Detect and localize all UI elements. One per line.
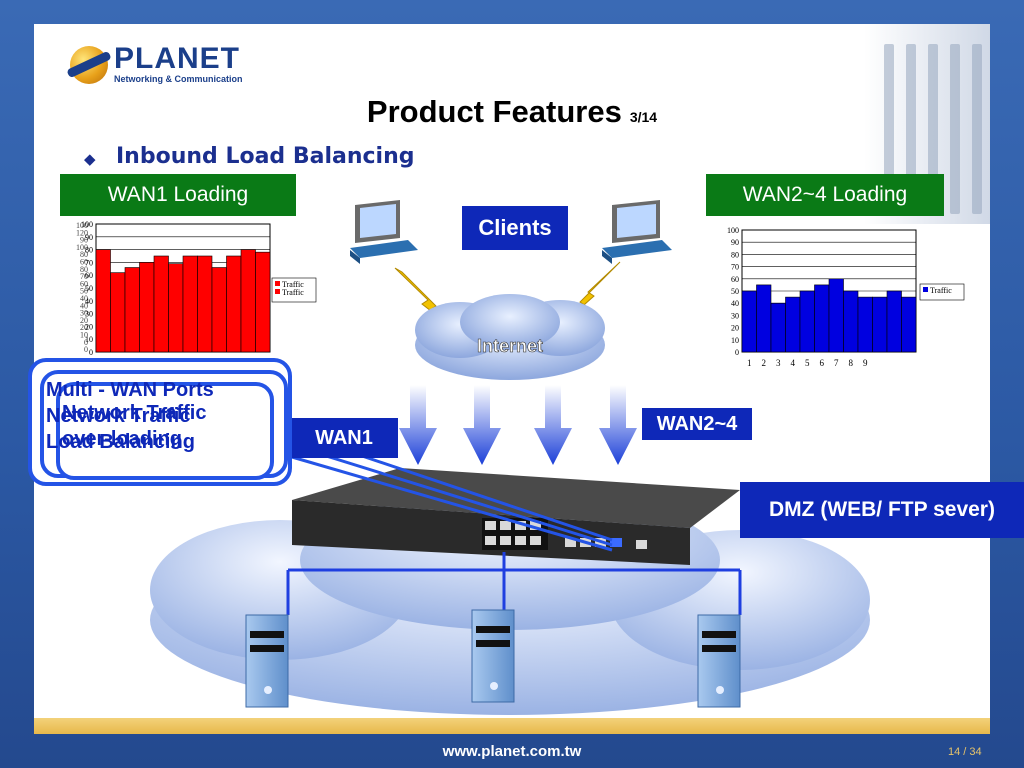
overlapping-axis-label: 70 <box>80 272 88 281</box>
bar <box>901 296 917 353</box>
y-tick-label: 60 <box>731 275 739 284</box>
server-tower-left-icon <box>245 614 289 708</box>
legend-swatch <box>923 287 928 292</box>
overlapping-axis-label: 60 <box>80 279 88 288</box>
y-tick-label: 40 <box>85 297 93 306</box>
x-tick-label: 8 <box>849 358 854 368</box>
logo-name: PLANET <box>114 42 240 75</box>
callout-2-line-2: over-loading <box>62 428 183 450</box>
legend-swatch <box>275 289 280 294</box>
overlapping-axis-label: 20 <box>80 323 88 332</box>
overlapping-axis-label: 50 <box>80 287 88 296</box>
y-tick-label: 0 <box>89 348 93 357</box>
callout-1-line-1: Multi - WAN Ports <box>46 379 214 401</box>
overlapping-axis-label: 0 <box>84 345 88 354</box>
y-tick-label: 20 <box>85 322 93 331</box>
overlapping-axis-label: 40 <box>80 301 88 310</box>
callout-2-text: Network Traffic over-loading <box>62 400 206 452</box>
section-subtitle: Inbound Load Balancing <box>116 144 415 169</box>
y-tick-label: 60 <box>85 271 93 280</box>
footer-url: www.planet.com.tw <box>442 743 582 760</box>
wan1-loading-label: WAN1 Loading <box>60 174 296 216</box>
overlapping-axis-label: 80 <box>80 265 88 274</box>
x-tick-label: 1 <box>747 358 752 368</box>
overlapping-axis-label: 90 <box>80 236 88 245</box>
y-tick-label: 0 <box>735 348 739 357</box>
server-tower-center-icon <box>471 609 515 703</box>
y-tick-label: 70 <box>731 263 739 272</box>
y-tick-label: 30 <box>731 311 739 320</box>
wan24-loading-label: WAN2~4 Loading <box>706 174 944 216</box>
planet-logo-icon <box>66 46 112 84</box>
overlapping-axis-label: 120 <box>76 228 88 237</box>
x-tick-label: 6 <box>820 358 825 368</box>
legend-label: Traffic <box>282 288 304 297</box>
y-tick-label: 50 <box>85 284 93 293</box>
callout-box-overload <box>56 382 274 480</box>
overlapping-axis-label: 100 <box>76 243 88 252</box>
overlapping-axis-label: 60 <box>80 258 88 267</box>
legend-box <box>919 283 965 301</box>
callout-1-line-3: Load Balancing <box>46 431 195 453</box>
y-tick-label: 90 <box>731 238 739 247</box>
wan1-label: WAN1 <box>290 418 398 458</box>
callout-1-line-2: Network Traffic <box>46 405 191 427</box>
y-tick-label: 10 <box>731 336 739 345</box>
y-tick-label: 10 <box>85 335 93 344</box>
logo-tagline: Networking & Communication <box>114 74 243 84</box>
title-text: Product Features <box>366 94 622 129</box>
client-computer-right-icon <box>602 200 672 264</box>
legend-label: Traffic <box>930 286 952 295</box>
y-tick-label: 70 <box>85 258 93 267</box>
overlapping-axis-label: 10 <box>80 331 88 340</box>
x-tick-label: 9 <box>863 358 868 368</box>
y-tick-label: 20 <box>731 324 739 333</box>
overlapping-axis-label: 20 <box>80 316 88 325</box>
downlink-arrows <box>399 385 637 465</box>
title-page-indicator: 3/14 <box>629 109 658 125</box>
overlapping-axis-label: 40 <box>80 294 88 303</box>
overlapping-axis-label: 0 <box>84 338 88 347</box>
x-tick-label: 2 <box>762 358 767 368</box>
wan24-label: WAN2~4 <box>642 408 752 440</box>
y-tick-label: 80 <box>731 250 739 259</box>
client-computer-left-icon <box>350 200 418 264</box>
internet-label: Internet <box>477 336 543 356</box>
page-number: 14 / 34 <box>948 746 982 758</box>
wan1-chart: 0102030405060708090100123456789TrafficTr… <box>60 218 330 383</box>
server-tower-right-icon <box>697 614 741 708</box>
y-tick-label: 30 <box>85 310 93 319</box>
overlapping-axis-label: 30 <box>80 309 88 318</box>
y-tick-label: 90 <box>85 233 93 242</box>
y-tick-label: 100 <box>727 226 739 235</box>
y-tick-label: 50 <box>731 287 739 296</box>
y-tick-label: 100 <box>81 220 93 229</box>
dmz-label: DMZ (WEB/ FTP sever) <box>740 482 1024 538</box>
overlapping-axis-label: 80 <box>80 250 88 259</box>
diamond-bullet-icon: ◆ <box>84 151 96 168</box>
overlapping-axis-label: 100 <box>76 221 88 230</box>
y-tick-label: 40 <box>731 299 739 308</box>
x-tick-label: 5 <box>805 358 810 368</box>
y-tick-label: 80 <box>85 246 93 255</box>
legend-label: Traffic <box>282 280 304 289</box>
clients-label: Clients <box>462 206 568 250</box>
lan-connection-lines <box>286 552 742 615</box>
page-title: Product Features 3/14 <box>0 94 1024 130</box>
bar <box>255 251 271 353</box>
legend-swatch <box>275 281 280 286</box>
internet-cloud-icon <box>415 294 605 380</box>
callout-2-line-1: Network Traffic <box>62 402 207 424</box>
x-tick-label: 4 <box>791 358 796 368</box>
callout-1-text: Multi - WAN Ports Network Traffic Load B… <box>46 377 214 455</box>
router-device-icon <box>292 468 740 565</box>
footer-strip <box>34 718 990 734</box>
x-tick-label: 7 <box>834 358 839 368</box>
x-tick-label: 3 <box>776 358 781 368</box>
